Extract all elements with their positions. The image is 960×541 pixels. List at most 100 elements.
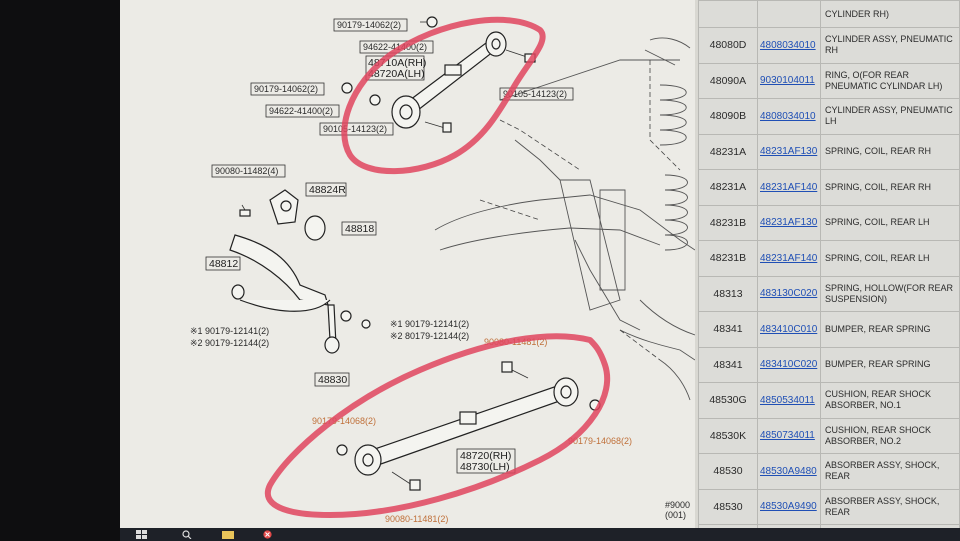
label-nut-lower-right: 90179-14068(2) xyxy=(568,436,632,446)
search-icon[interactable] xyxy=(182,530,192,539)
label-bolt-lower-bottom: 90080-11481(2) xyxy=(385,514,448,524)
part-description-cell: ABSORBER ASSY, SHOCK, REAR xyxy=(820,453,960,490)
label-bushing: 48818 xyxy=(345,223,374,235)
part-number-cell: 48231A xyxy=(698,169,758,206)
part-description-cell: RING, O(FOR REAR PNEUMATIC CYLINDAR LH) xyxy=(820,62,960,99)
part-description-cell: ABSORBER ASSY, SHOCK, REAR xyxy=(820,488,960,525)
part-description-cell: CUSHION, REAR SHOCK ABSORBER, NO.1 xyxy=(820,382,960,419)
label-nut-lower-left: 90179-14068(2) xyxy=(312,416,376,426)
label-nut1-right: ※1 90179-12141(2) xyxy=(390,319,469,329)
part-code-link[interactable]: 4808034010 xyxy=(757,27,821,64)
label-washer-left: 94622-41400(2) xyxy=(269,106,333,116)
label-nut2-right: ※2 80179-12144(2) xyxy=(390,331,469,341)
label-bolt-right: 90105-14123(2) xyxy=(503,89,567,99)
part-code-link[interactable]: 48530A9480 xyxy=(757,453,821,490)
part-number-cell: 48341 xyxy=(698,346,758,383)
lower-control-arm xyxy=(336,361,601,491)
part-number-cell: 48231B xyxy=(698,240,758,277)
part-description-cell: SPRING, COIL, REAR LH xyxy=(820,204,960,241)
label-nut1-left: ※1 90179-12141(2) xyxy=(190,326,269,336)
part-number-cell: 48090B xyxy=(698,98,758,135)
label-bolt-stabilizer: 90080-11482(4) xyxy=(215,166,278,176)
part-code-link[interactable]: 48231AF130 xyxy=(757,204,821,241)
part-code-link[interactable]: 483410C010 xyxy=(757,311,821,348)
part-code-link[interactable]: 9030104011 xyxy=(757,62,821,99)
monitor-bezel xyxy=(0,0,120,541)
windows-start-icon[interactable] xyxy=(136,530,148,539)
stabilizer-bar xyxy=(229,189,371,354)
label-stabilizer: 48812 xyxy=(209,258,238,270)
label-washer-top: 94622-41400(2) xyxy=(363,42,427,52)
part-description-cell: ABSORBER ASSY, SHOCK, REAR xyxy=(820,524,960,528)
label-nut2-left: ※2 90179-12144(2) xyxy=(190,338,269,348)
part-number-cell: 48341 xyxy=(698,311,758,348)
part-code-link[interactable]: 483130C020 xyxy=(757,275,821,312)
file-explorer-icon[interactable] xyxy=(222,530,234,539)
part-code-link[interactable]: 48530A9490 xyxy=(757,488,821,525)
part-number-cell: 48231B xyxy=(698,204,758,241)
part-number-cell: 48530K xyxy=(698,417,758,454)
part-labels: 90179-14062(2) 94622-41400(2) 48710A(RH)… xyxy=(190,18,690,524)
label-lower-arm-lh: 48730(LH) xyxy=(460,461,510,473)
part-description-cell: CYLINDER RH) xyxy=(820,0,960,28)
exploded-view-drawing: 90179-14062(2) 94622-41400(2) 48710A(RH)… xyxy=(190,16,695,524)
label-bracket: 48824R xyxy=(309,184,346,196)
table-row: 4854048530A9480ABSORBER ASSY, SHOCK, REA… xyxy=(698,524,960,528)
part-description-cell: SPRING, COIL, REAR RH xyxy=(820,133,960,170)
part-number-cell: 48090A xyxy=(698,62,758,99)
part-code-link[interactable]: 48231AF140 xyxy=(757,169,821,206)
table-row: CYLINDER RH) xyxy=(698,0,960,28)
browser-icon[interactable] xyxy=(262,530,273,539)
annotation-circle-upper xyxy=(341,16,546,175)
part-description-cell: CYLINDER ASSY, PNEUMATIC RH xyxy=(820,27,960,64)
vehicle-body-outline xyxy=(434,37,695,401)
part-number-cell xyxy=(698,0,758,28)
part-code-link[interactable]: 48231AF140 xyxy=(757,240,821,277)
part-description-cell: BUMPER, REAR SPRING xyxy=(820,311,960,348)
part-number-cell: 48080D xyxy=(698,27,758,64)
part-description-cell: CUSHION, REAR SHOCK ABSORBER, NO.2 xyxy=(820,417,960,454)
screen: 90179-14062(2) 94622-41400(2) 48710A(RH)… xyxy=(120,0,960,528)
label-lower-arm-rh: 48720(RH) xyxy=(460,450,511,462)
part-code-link[interactable] xyxy=(757,0,821,28)
part-description-cell: SPRING, COIL, REAR LH xyxy=(820,240,960,277)
label-link: 48830 xyxy=(318,374,347,386)
label-corner-code-2: (001) xyxy=(665,510,686,520)
part-code-link[interactable]: 4808034010 xyxy=(757,98,821,135)
part-code-link[interactable]: 4850534011 xyxy=(757,382,821,419)
part-number-cell: 48530G xyxy=(698,382,758,419)
label-bolt-top: 90179-14062(2) xyxy=(337,20,401,30)
part-code-link[interactable]: 4850734011 xyxy=(757,417,821,454)
part-description-cell: BUMPER, REAR SPRING xyxy=(820,346,960,383)
taskbar xyxy=(120,528,960,541)
label-bolt-mid: 90105-14123(2) xyxy=(323,124,387,134)
label-corner-code-1: #9000 xyxy=(665,500,690,510)
part-number-cell: 48530 xyxy=(698,488,758,525)
part-number-cell: 48313 xyxy=(698,275,758,312)
part-description-cell: CYLINDER ASSY, PNEUMATIC LH xyxy=(820,98,960,135)
parts-diagram: 90179-14062(2) 94622-41400(2) 48710A(RH)… xyxy=(120,0,695,528)
part-code-link[interactable]: 48231AF130 xyxy=(757,133,821,170)
annotation-circle-lower xyxy=(265,333,611,519)
part-number-cell: 48231A xyxy=(698,133,758,170)
part-code-link[interactable]: 483410C020 xyxy=(757,346,821,383)
part-description-cell: SPRING, COIL, REAR RH xyxy=(820,169,960,206)
label-upper-arm-lh: 48720A(LH) xyxy=(368,68,425,80)
label-bolt-left: 90179-14062(2) xyxy=(254,84,318,94)
part-number-cell: 48530 xyxy=(698,453,758,490)
